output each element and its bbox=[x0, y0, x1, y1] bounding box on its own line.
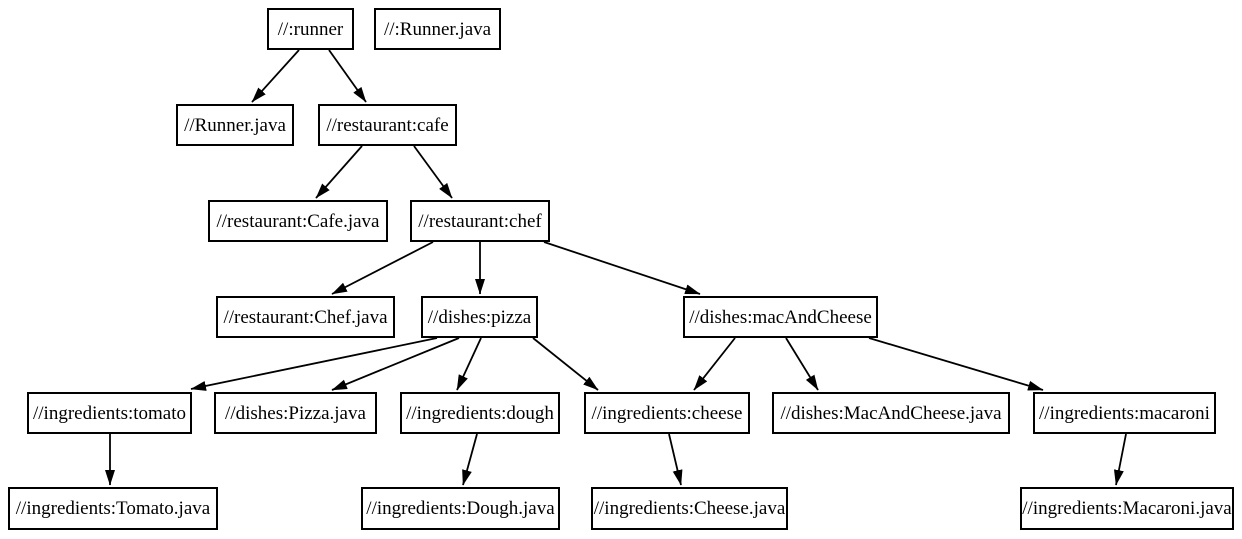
graph-node-cafe: //restaurant:cafe bbox=[318, 104, 457, 146]
graph-node-runner-java: //Runner.java bbox=[176, 104, 294, 146]
graph-node-label: //restaurant:Cafe.java bbox=[216, 210, 380, 232]
graph-node-label: //:Runner.java bbox=[383, 18, 492, 40]
graph-edge-macandcheese-to-cheese bbox=[693, 337, 736, 391]
graph-edge-macaroni-to-macaroni-java bbox=[1113, 433, 1127, 486]
graph-node-label: //ingredients:Macaroni.java bbox=[1022, 498, 1232, 519]
graph-node-label: //ingredients:macaroni bbox=[1039, 402, 1210, 424]
graph-node-chef-java: //restaurant:Chef.java bbox=[216, 296, 395, 338]
graph-edge-cheese-to-cheese-java bbox=[668, 433, 683, 486]
graph-node-tomato: //ingredients:tomato bbox=[27, 392, 192, 434]
graph-node-dough: //ingredients:dough bbox=[400, 392, 560, 434]
graph-node-label: //ingredients:cheese bbox=[591, 402, 743, 424]
graph-node-cheese: //ingredients:cheese bbox=[584, 392, 750, 434]
graph-node-label: //restaurant:cafe bbox=[326, 114, 449, 136]
graph-node-tomato-java: //ingredients:Tomato.java bbox=[8, 487, 218, 530]
graph-node-macandcheese-java: //dishes:MacAndCheese.java bbox=[772, 392, 1010, 434]
graph-node-macandcheese: //dishes:macAndCheese bbox=[683, 296, 878, 338]
graph-edge-runner-to-runner-java bbox=[251, 49, 300, 103]
graph-edge-runner-to-cafe bbox=[328, 49, 367, 103]
graph-node-cheese-java: //ingredients:Cheese.java bbox=[591, 487, 788, 530]
graph-node-label: //ingredients:Tomato.java bbox=[15, 498, 211, 519]
graph-node-macaroni: //ingredients:macaroni bbox=[1033, 392, 1216, 434]
graph-node-chef: //restaurant:chef bbox=[410, 200, 550, 242]
graph-node-label: //ingredients:Dough.java bbox=[366, 498, 555, 519]
graph-node-pizza-java: //dishes:Pizza.java bbox=[214, 392, 377, 434]
graph-edge-pizza-to-dough bbox=[456, 337, 482, 391]
graph-node-label: //restaurant:Chef.java bbox=[223, 306, 388, 328]
graph-edge-macandcheese-to-macandcheese-java bbox=[785, 337, 819, 391]
graph-node-label: //restaurant:chef bbox=[418, 210, 542, 232]
graph-edge-cafe-to-chef bbox=[413, 145, 453, 199]
graph-node-runner-java-top: //:Runner.java bbox=[374, 8, 501, 50]
graph-node-label: //ingredients:Cheese.java bbox=[593, 498, 786, 519]
graph-edge-chef-to-macandcheese bbox=[543, 241, 701, 295]
graph-node-label: //dishes:Pizza.java bbox=[225, 402, 366, 424]
graph-edge-cafe-to-cafe-java bbox=[315, 145, 363, 199]
graph-node-runner: //:runner bbox=[267, 8, 354, 50]
graph-node-label: //dishes:MacAndCheese.java bbox=[780, 402, 1002, 424]
graph-node-label: //Runner.java bbox=[184, 114, 286, 136]
graph-node-dough-java: //ingredients:Dough.java bbox=[361, 487, 560, 530]
graph-node-label: //ingredients:tomato bbox=[32, 402, 187, 424]
graph-edge-pizza-to-cheese bbox=[532, 337, 599, 391]
graph-node-label: //ingredients:dough bbox=[406, 402, 554, 424]
graph-edge-macandcheese-to-macaroni bbox=[868, 337, 1044, 391]
graph-edge-dough-to-dough-java bbox=[462, 433, 478, 486]
graph-node-macaroni-java: //ingredients:Macaroni.java bbox=[1020, 487, 1234, 530]
graph-edge-pizza-to-pizza-java bbox=[331, 337, 460, 391]
graph-node-pizza: //dishes:pizza bbox=[421, 296, 538, 338]
graph-node-label: //dishes:macAndCheese bbox=[689, 306, 872, 328]
graph-node-label: //dishes:pizza bbox=[427, 306, 532, 328]
graph-edge-chef-to-chef-java bbox=[331, 241, 434, 295]
graph-edge-pizza-to-tomato bbox=[190, 337, 438, 391]
graph-node-cafe-java: //restaurant:Cafe.java bbox=[208, 200, 388, 242]
graph-node-label: //:runner bbox=[277, 18, 344, 40]
